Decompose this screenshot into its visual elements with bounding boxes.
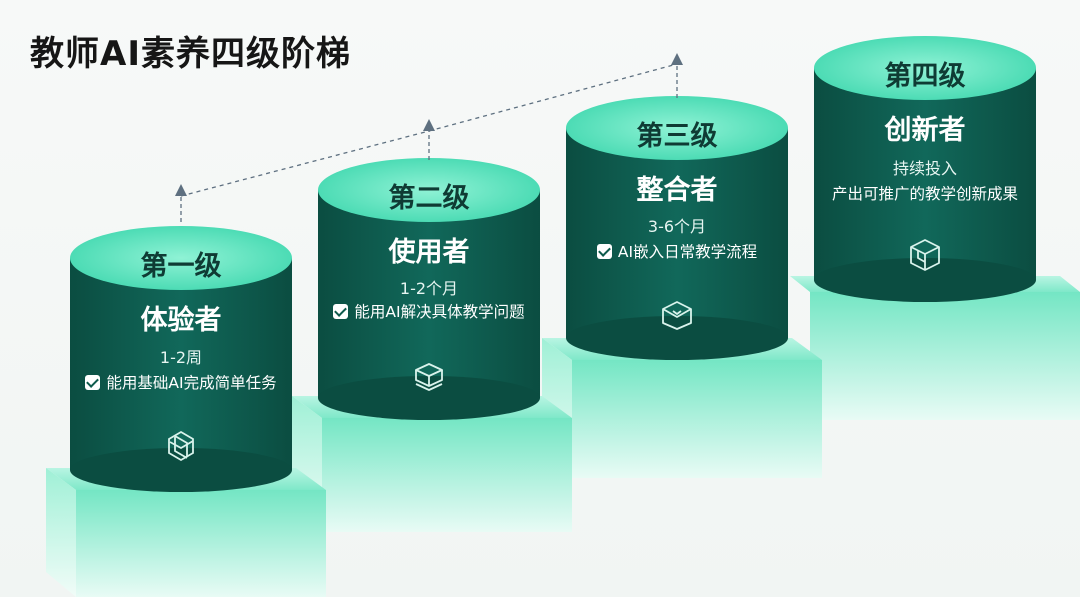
description-1: 能用基础AI完成简单任务 [106,374,277,392]
description-row-1: 能用基础AI完成简单任务 [60,371,302,393]
ai-knot-icon [168,430,194,462]
progression-path [180,63,678,222]
duration-3: 3-6个月 [647,217,707,236]
cylinder-1 [70,226,292,492]
arrow-up-icon [423,119,435,131]
cube-icon [910,239,940,271]
duration-2: 1-2个月 [399,279,459,298]
description-row-2: 能用AI解决具体教学问题 [308,300,550,322]
arrow-up-icon [671,53,683,65]
role-label-1: 体验者 [140,305,222,336]
role-label-3: 整合者 [636,175,718,206]
checkbox-icon [596,243,612,259]
cylinder-4 [814,36,1036,302]
level-label-3: 第三级 [636,121,718,152]
level-label-2: 第二级 [388,183,470,214]
checkbox-icon [333,303,349,319]
description-3: AI嵌入日常教学流程 [617,243,758,261]
description-2: 能用AI解决具体教学问题 [354,303,525,321]
open-box-icon [662,301,692,330]
duration-4-line2: 产出可推广的教学创新成果 [831,185,1018,203]
role-label-2: 使用者 [388,237,470,268]
cylinder-2 [318,158,540,420]
level-label-4: 第四级 [884,61,966,92]
duration-4-line1: 持续投入 [892,159,957,178]
arrow-heads [175,53,683,196]
arrow-up-icon [175,184,187,196]
layered-box-icon [415,363,443,391]
level-label-1: 第一级 [140,251,222,282]
description-row-3: AI嵌入日常教学流程 [556,240,798,262]
role-label-4: 创新者 [884,115,966,146]
duration-1: 1-2周 [159,348,203,367]
checkbox-icon [85,374,101,390]
diagram-title: 教师AI素养四级阶梯 [30,34,351,74]
